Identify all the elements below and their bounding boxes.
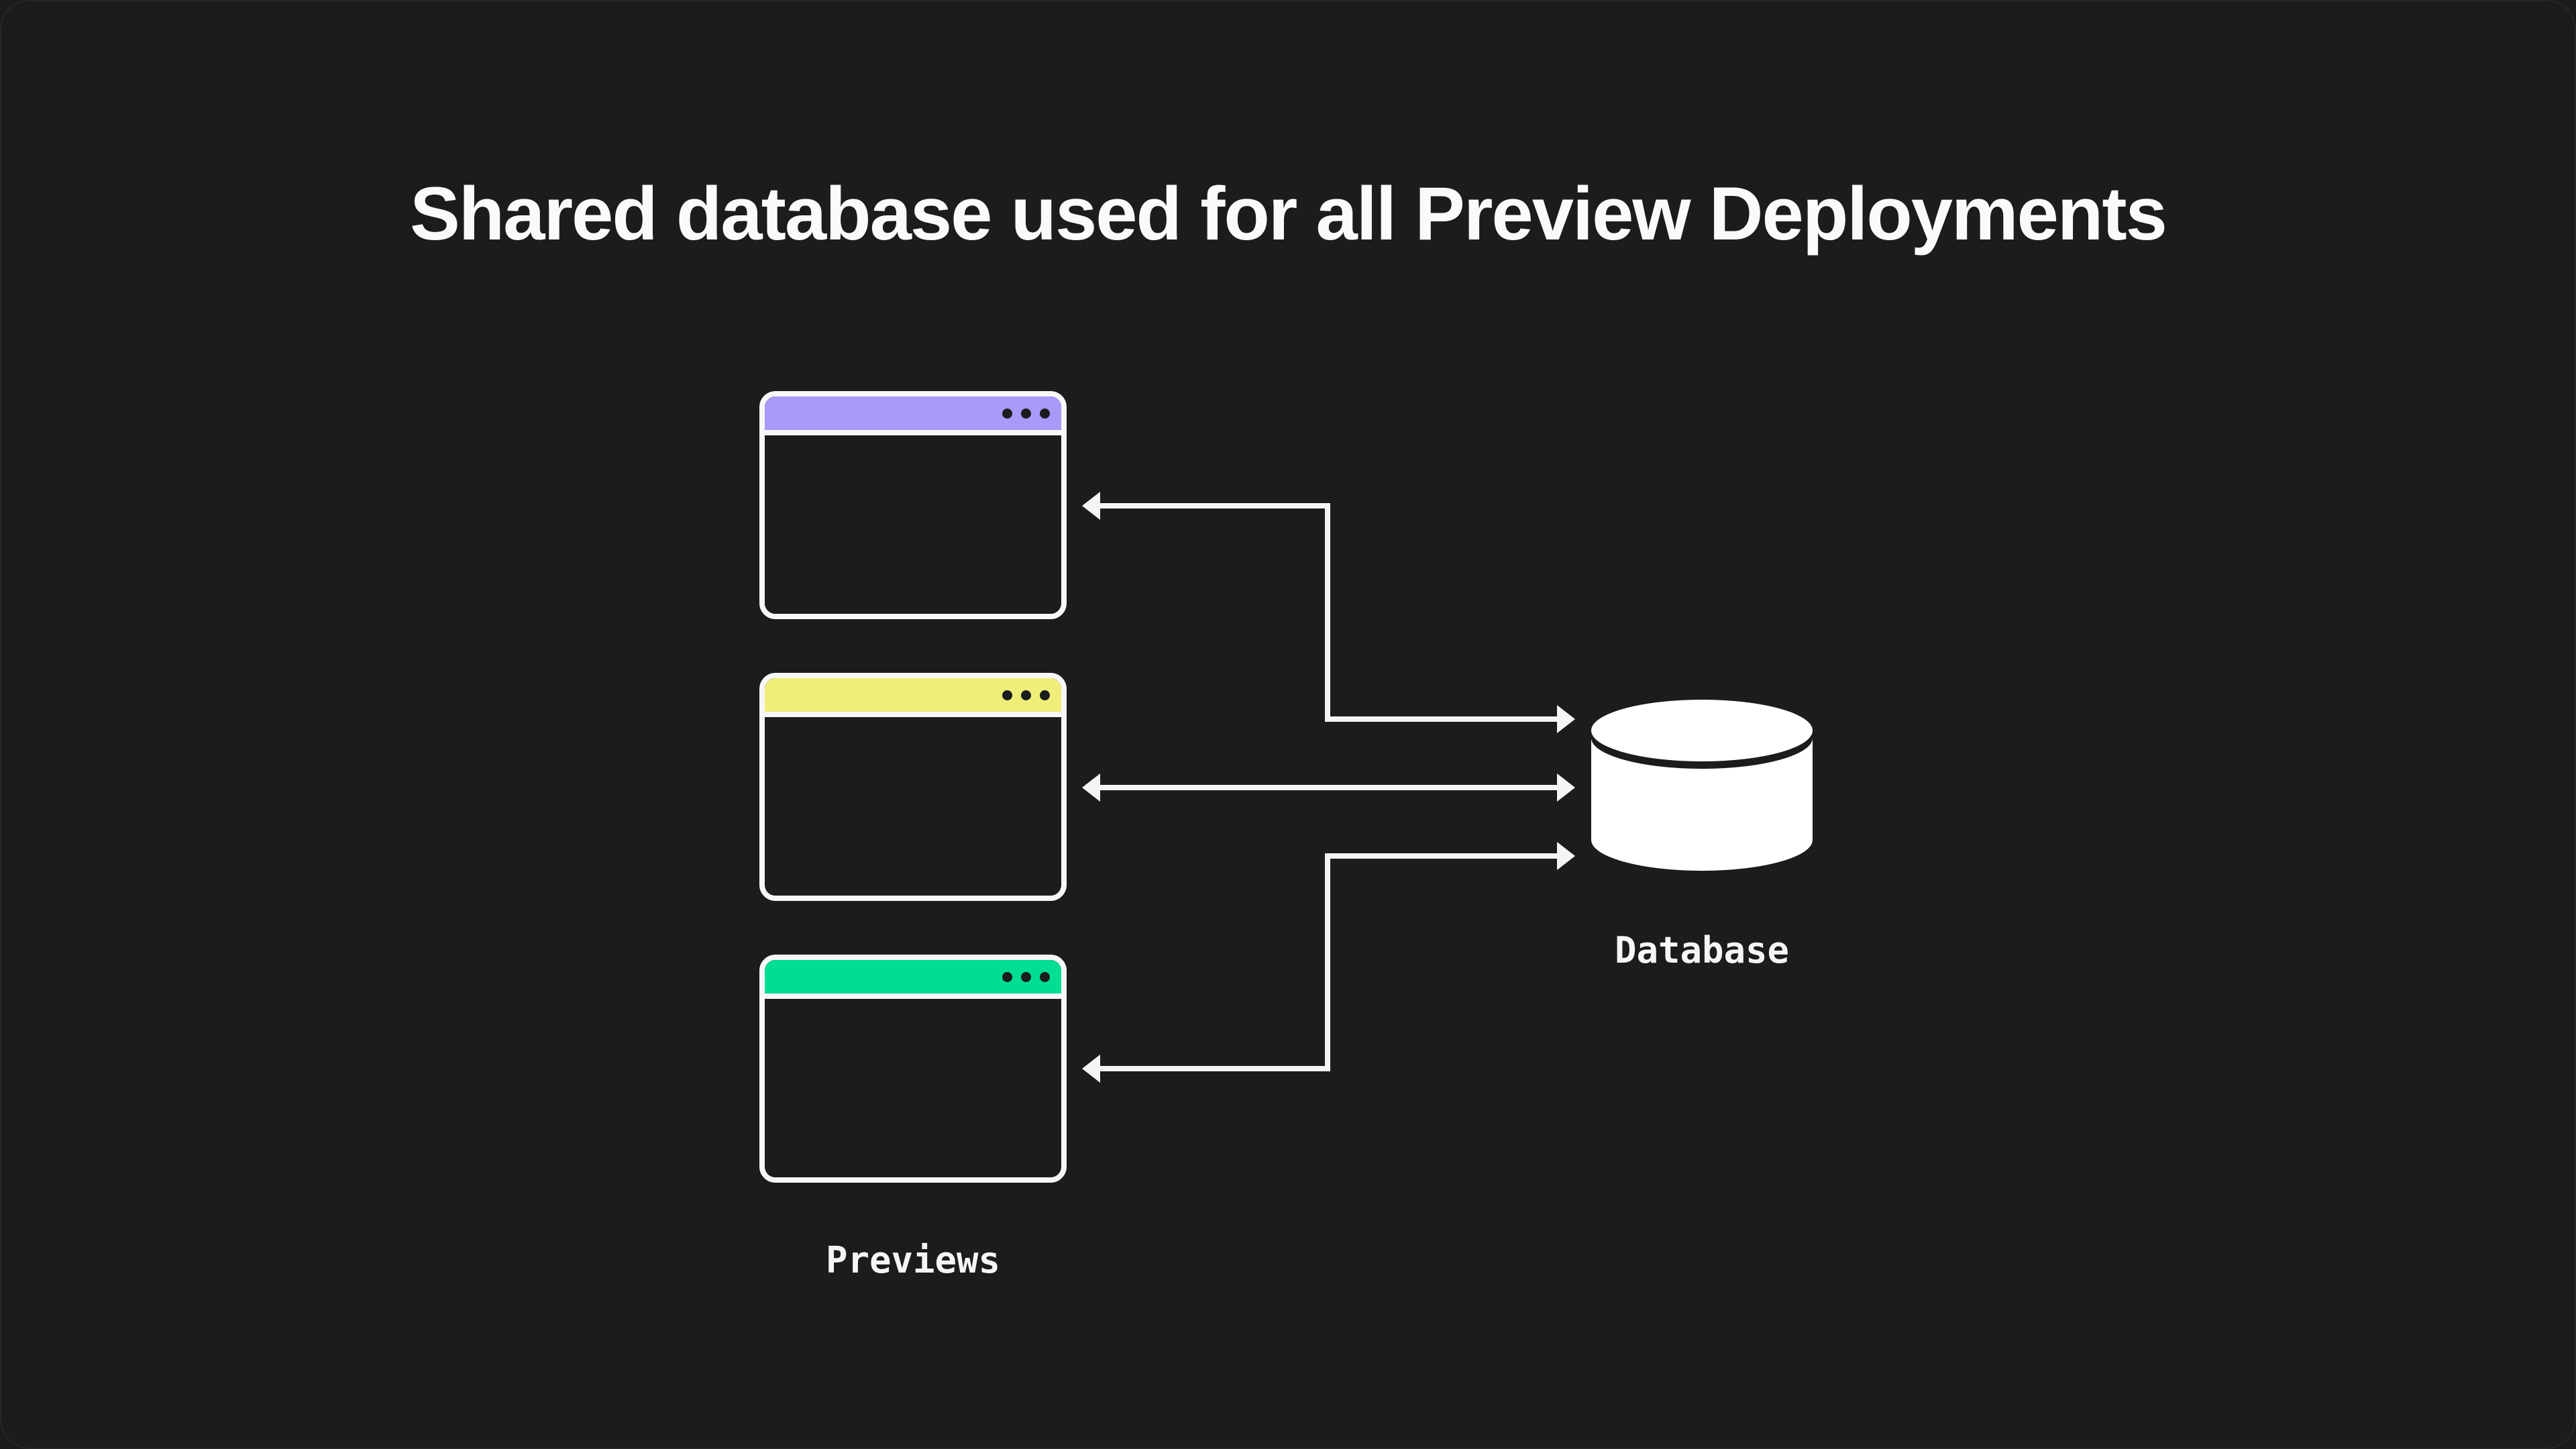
arrowhead-right-icon [1557,773,1575,802]
arrowhead-right-icon [1557,842,1575,870]
window-dot-icon [1021,408,1031,419]
window-dot-icon [1040,971,1050,982]
preview-window-3 [759,955,1067,1183]
window-dot-icon [1040,690,1050,700]
connector-line [1099,503,1559,722]
window-body [765,717,1061,896]
connector-line [1099,853,1559,1071]
arrowhead-right-icon [1557,705,1575,733]
database-cylinder-icon [1591,700,1813,871]
window-body [765,999,1061,1177]
window-dot-icon [1040,408,1050,419]
window-titlebar [765,396,1061,435]
window-dot-icon [1002,408,1012,419]
arrowhead-left-icon [1082,492,1100,520]
cylinder-top [1591,700,1813,761]
window-dot-icon [1002,971,1012,982]
window-body [765,435,1061,614]
diagram-title: Shared database used for all Preview Dep… [410,172,2167,256]
connector-window1-database [1082,492,1575,733]
previews-label: Previews [825,1239,1001,1281]
cylinder-body [1591,738,1813,871]
preview-window-2 [759,673,1067,901]
window-titlebar [765,960,1061,999]
cylinder-gap [1591,707,1813,769]
database-label: Database [1614,929,1790,971]
window-titlebar [765,678,1061,717]
window-dot-icon [1021,690,1031,700]
window-dot-icon [1021,971,1031,982]
arrowhead-left-icon [1082,1055,1100,1083]
connector-window3-database [1082,842,1575,1083]
window-dot-icon [1002,690,1012,700]
arrowhead-left-icon [1082,773,1100,802]
connector-window2-database [1082,773,1575,802]
preview-window-1 [759,391,1067,619]
